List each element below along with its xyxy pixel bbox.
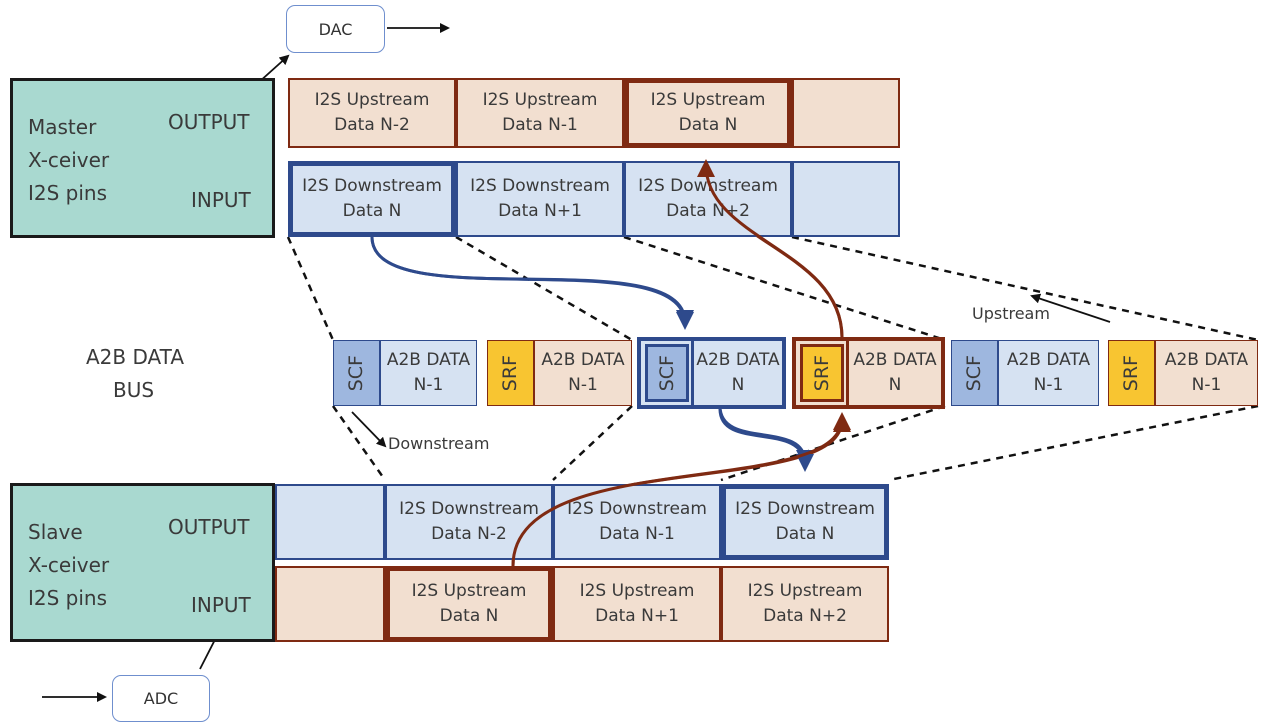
cell-line: A2B DATA xyxy=(696,350,780,370)
slave-output-label: OUTPUT xyxy=(168,515,250,539)
cell-line: I2S Downstream xyxy=(470,176,610,196)
tag-text: SCF xyxy=(345,354,367,392)
cell-line: Data N-1 xyxy=(599,524,675,544)
slave-downstream-cell-highlighted: I2S Downstream Data N xyxy=(721,484,889,560)
cell-line: Data N xyxy=(342,201,402,221)
cell-line: A2B DATA xyxy=(541,350,625,370)
cell-line: Data N+2 xyxy=(763,606,847,626)
master-line-2: X-ceiver xyxy=(28,148,110,172)
master-input-label: INPUT xyxy=(191,188,251,212)
cell-line: N xyxy=(888,375,902,395)
slave-line-1: Slave xyxy=(28,520,83,544)
master-line-3: I2S pins xyxy=(28,181,108,205)
master-upstream-cell: I2S Upstream Data N-1 xyxy=(456,78,624,148)
adc-box: ADC xyxy=(112,675,210,722)
cell-line: N xyxy=(731,375,745,395)
dac-label: DAC xyxy=(318,19,353,39)
cell-line: N-1 xyxy=(1191,375,1222,395)
cell-line: Data N xyxy=(439,606,499,626)
master-line-1: Master xyxy=(28,115,97,139)
tag-text: SRF xyxy=(810,354,833,392)
cell-line: I2S Downstream xyxy=(567,499,707,519)
cell-line: A2B DATA xyxy=(1164,350,1249,370)
cell-line: I2S Upstream xyxy=(579,581,695,601)
srf-tag: SRF xyxy=(1108,340,1155,406)
cell-line: I2S Downstream xyxy=(735,499,875,519)
master-downstream-cell-highlighted: I2S Downstream Data N xyxy=(288,161,456,237)
upstream-label: Upstream xyxy=(972,304,1050,323)
master-downstream-cell: I2S Downstream Data N+1 xyxy=(456,161,624,237)
master-upstream-cell-empty xyxy=(792,78,900,148)
cell-line: I2S Upstream xyxy=(314,90,430,110)
cell-line: Data N-2 xyxy=(334,115,410,135)
slave-downstream-cell: I2S Downstream Data N-2 xyxy=(385,484,553,560)
bus-frame-data: A2B DATA N-1 xyxy=(1155,340,1258,406)
cell-line: A2B DATA xyxy=(1006,350,1091,370)
bus-frame-highlighted-scf: SCF A2B DATA N xyxy=(637,337,786,409)
dac-box: DAC xyxy=(286,5,385,53)
cell-line: Data N+1 xyxy=(498,201,582,221)
cell-line: I2S Upstream xyxy=(747,581,863,601)
bus-frame-data: A2B DATA N-1 xyxy=(534,340,632,406)
cell-line: Data N xyxy=(775,524,835,544)
slave-input-label: INPUT xyxy=(191,593,251,617)
scf-tag: SCF xyxy=(333,340,380,406)
srf-tag: SRF xyxy=(800,344,844,402)
scf-tag: SCF xyxy=(645,344,689,402)
bus-label-line-1: A2B DATA xyxy=(86,345,185,369)
slave-upstream-cell: I2S Upstream Data N+1 xyxy=(553,566,721,642)
bus-frame-data: A2B DATA N xyxy=(846,341,941,405)
cell-line: Data N+1 xyxy=(595,606,679,626)
bus-frame-data: A2B DATA N-1 xyxy=(998,340,1099,406)
srf-tag: SRF xyxy=(487,340,534,406)
cell-line: N-1 xyxy=(413,375,444,395)
downstream-label: Downstream xyxy=(388,434,490,453)
slave-upstream-cell-empty xyxy=(275,566,385,642)
slave-transceiver: Slave X-ceiver I2S pins OUTPUT INPUT xyxy=(10,483,275,642)
cell-line: Data N+2 xyxy=(666,201,750,221)
master-downstream-cell-empty xyxy=(792,161,900,237)
bus-label-line-2: BUS xyxy=(113,378,155,402)
scf-tag: SCF xyxy=(951,340,998,406)
cell-line: Data N xyxy=(678,115,738,135)
master-upstream-cell: I2S Upstream Data N-2 xyxy=(288,78,456,148)
slave-upstream-cell: I2S Upstream Data N+2 xyxy=(721,566,889,642)
slave-line-3: I2S pins xyxy=(28,586,108,610)
slave-line-2: X-ceiver xyxy=(28,553,110,577)
adc-label: ADC xyxy=(143,689,179,708)
slave-downstream-cell-empty xyxy=(275,484,385,560)
tag-text: SRF xyxy=(1120,354,1142,392)
slave-downstream-cell: I2S Downstream Data N-1 xyxy=(553,484,721,560)
tag-text: SCF xyxy=(963,354,985,392)
cell-line: I2S Downstream xyxy=(399,499,539,519)
bus-frame-highlighted-srf: SRF A2B DATA N xyxy=(792,337,945,409)
tag-text: SCF xyxy=(655,354,678,392)
cell-line: Data N-1 xyxy=(502,115,578,135)
cell-line: I2S Upstream xyxy=(411,581,527,601)
master-output-label: OUTPUT xyxy=(168,110,250,134)
tag-text: SRF xyxy=(499,354,521,392)
cell-line: N-1 xyxy=(568,375,598,395)
master-transceiver: Master X-ceiver I2S pins OUTPUT INPUT xyxy=(10,78,275,238)
slave-upstream-cell-highlighted: I2S Upstream Data N xyxy=(385,566,553,642)
cell-line: A2B DATA xyxy=(853,350,937,370)
cell-line: I2S Downstream xyxy=(302,176,442,196)
bus-frame-data: A2B DATA N-1 xyxy=(380,340,477,406)
cell-line: I2S Downstream xyxy=(638,176,778,196)
cell-line: Data N-2 xyxy=(431,524,507,544)
master-downstream-cell: I2S Downstream Data N+2 xyxy=(624,161,792,237)
cell-line: I2S Upstream xyxy=(650,90,766,110)
bus-frame-data: A2B DATA N xyxy=(691,341,782,405)
master-upstream-cell-highlighted: I2S Upstream Data N xyxy=(624,78,792,148)
cell-line: N-1 xyxy=(1033,375,1064,395)
cell-line: A2B DATA xyxy=(386,350,471,370)
cell-line: I2S Upstream xyxy=(482,90,598,110)
